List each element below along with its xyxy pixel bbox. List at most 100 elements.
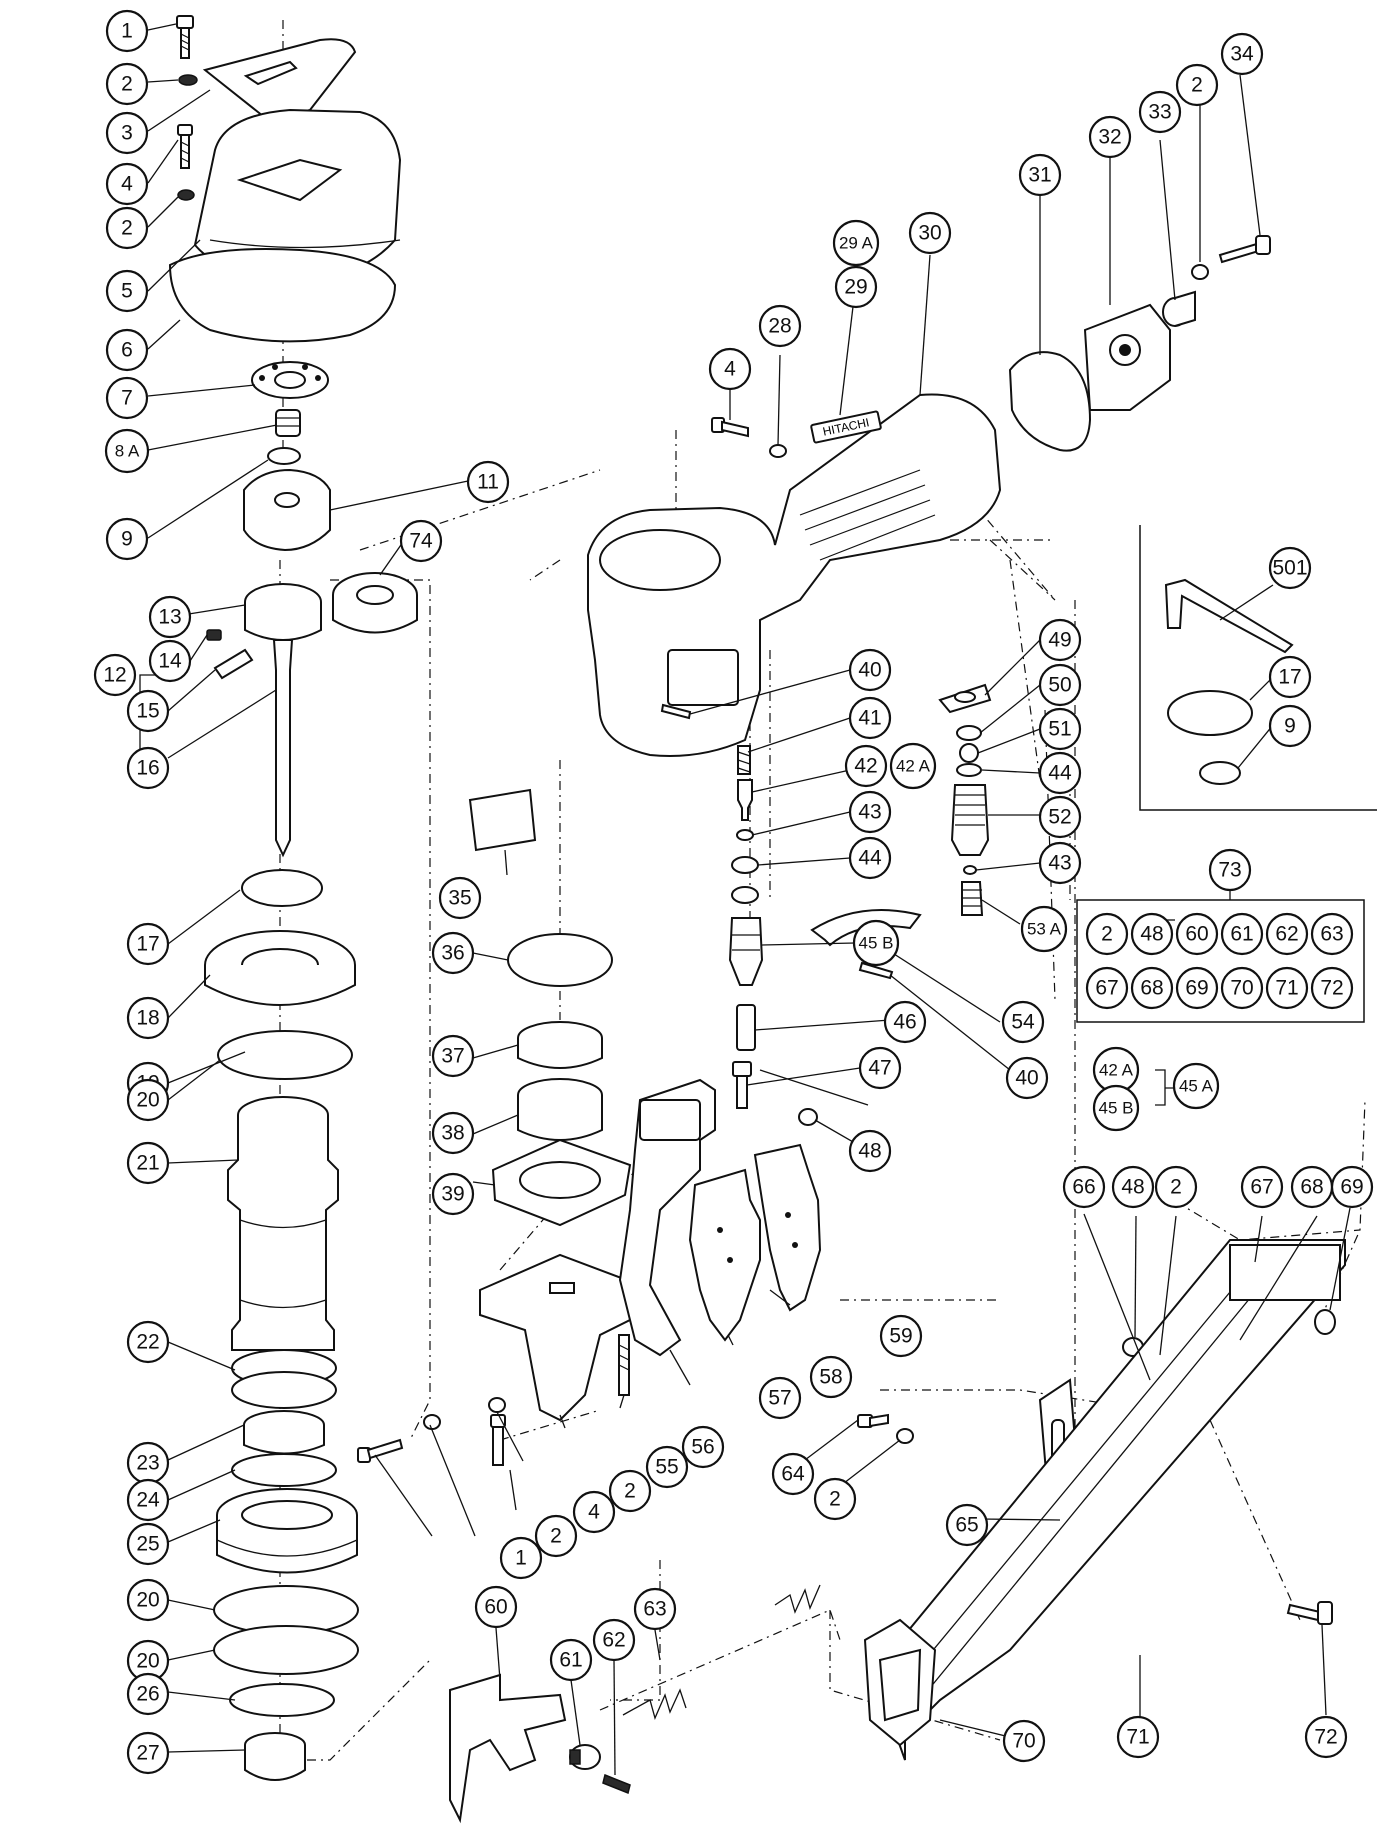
set-label-61: 61	[1220, 912, 1264, 956]
set-screw-14	[206, 629, 222, 641]
svg-text:32: 32	[1098, 126, 1121, 149]
svg-text:40: 40	[1015, 1067, 1038, 1090]
o-ring-22-b	[231, 1371, 337, 1409]
label-29a: 29 A	[832, 219, 880, 267]
svg-text:20: 20	[136, 1589, 159, 1612]
svg-text:29 A: 29 A	[839, 234, 874, 253]
svg-text:34: 34	[1230, 43, 1254, 66]
svg-text:55: 55	[655, 1456, 678, 1479]
label-17: 17	[1268, 655, 1312, 699]
svg-text:1: 1	[121, 20, 133, 43]
label-59: 59	[879, 1314, 923, 1358]
screw-47	[732, 1061, 752, 1109]
svg-text:72: 72	[1314, 1726, 1337, 1749]
washer-28	[769, 444, 787, 458]
svg-text:31: 31	[1028, 164, 1051, 187]
label-39: 39	[431, 1172, 475, 1216]
label-2: 2	[608, 1469, 652, 1513]
svg-text:4: 4	[121, 173, 133, 196]
label-21: 21	[126, 1141, 170, 1185]
o-ring-20-lower-b	[213, 1625, 359, 1675]
plunger-46	[736, 1004, 756, 1051]
svg-text:35: 35	[448, 887, 471, 910]
label-501: 501	[1268, 546, 1312, 590]
o-ring-44-right	[956, 763, 982, 777]
bushing-69	[1314, 1309, 1336, 1335]
label-45b-group: 45 B	[1092, 1084, 1140, 1132]
label-38: 38	[431, 1111, 475, 1155]
valve-stem-53a	[961, 881, 984, 916]
label-8a: 8 A	[104, 428, 150, 474]
svg-text:8 A: 8 A	[115, 442, 140, 461]
svg-text:57: 57	[768, 1387, 791, 1410]
label-48: 48	[848, 1129, 892, 1173]
label-70: 70	[1002, 1719, 1046, 1763]
label-27: 27	[126, 1731, 170, 1775]
label-42: 42	[844, 744, 888, 788]
label-11: 11	[466, 460, 510, 504]
washer-2-lower	[423, 1414, 441, 1430]
label-34: 34	[1220, 32, 1264, 76]
cap-33	[1162, 290, 1196, 327]
washer-2-second	[177, 189, 195, 201]
svg-text:60: 60	[1185, 923, 1208, 946]
svg-text:48: 48	[1140, 923, 1163, 946]
svg-text:2: 2	[550, 1525, 562, 1548]
label-54: 54	[1001, 1000, 1045, 1044]
svg-text:501: 501	[1272, 557, 1307, 580]
label-46: 46	[883, 1000, 927, 1044]
svg-text:2: 2	[1101, 923, 1113, 946]
label-3: 3	[105, 111, 149, 155]
label-22: 22	[126, 1320, 170, 1364]
screw-4-body	[711, 417, 749, 438]
set-label-48: 48	[1130, 912, 1174, 956]
svg-text:42: 42	[854, 755, 877, 778]
screw-4-lower	[490, 1414, 506, 1466]
set-label-68: 68	[1130, 966, 1174, 1010]
svg-text:20: 20	[136, 1089, 159, 1112]
svg-text:68: 68	[1140, 977, 1163, 1000]
label-29: 29	[834, 265, 878, 309]
seal-ring-74	[332, 572, 418, 634]
label-60: 60	[474, 1585, 518, 1629]
label-25: 25	[126, 1522, 170, 1566]
svg-text:36: 36	[441, 942, 464, 965]
hex-key-501	[1164, 578, 1294, 654]
guide-plate-58	[688, 1168, 761, 1342]
svg-text:74: 74	[409, 530, 433, 553]
label-65: 65	[945, 1503, 989, 1547]
svg-text:6: 6	[121, 339, 133, 362]
washer-2-64	[896, 1428, 914, 1444]
label-2: 2	[534, 1514, 578, 1558]
svg-text:2: 2	[121, 217, 133, 240]
svg-text:37: 37	[441, 1045, 464, 1068]
o-ring-44-a	[731, 856, 759, 874]
label-6: 6	[105, 328, 149, 372]
svg-text:23: 23	[136, 1452, 159, 1475]
svg-text:9: 9	[1284, 715, 1296, 738]
label-18: 18	[126, 996, 170, 1040]
label-73: 73	[1208, 848, 1252, 892]
label-64: 64	[771, 1452, 815, 1496]
label-68: 68	[1290, 1165, 1334, 1209]
svg-text:30: 30	[918, 222, 941, 245]
gasket-6	[168, 248, 397, 343]
label-45b: 45 B	[852, 919, 900, 967]
svg-text:63: 63	[643, 1598, 666, 1621]
svg-text:4: 4	[588, 1501, 600, 1524]
label-9: 9	[1268, 704, 1312, 748]
parts-set-frame-73	[1076, 899, 1365, 1023]
label-33: 33	[1138, 90, 1182, 134]
label-55: 55	[645, 1445, 689, 1489]
driver-blade-16	[272, 639, 294, 858]
svg-text:12: 12	[103, 664, 126, 687]
label-2: 2	[105, 62, 149, 106]
svg-text:43: 43	[858, 801, 881, 824]
deflector-3	[202, 38, 357, 122]
set-label-60: 60	[1175, 912, 1219, 956]
label-74: 74	[399, 519, 443, 563]
label-62: 62	[592, 1618, 636, 1662]
label-5: 5	[105, 269, 149, 313]
ring-37	[517, 1021, 603, 1069]
svg-text:62: 62	[1275, 923, 1298, 946]
